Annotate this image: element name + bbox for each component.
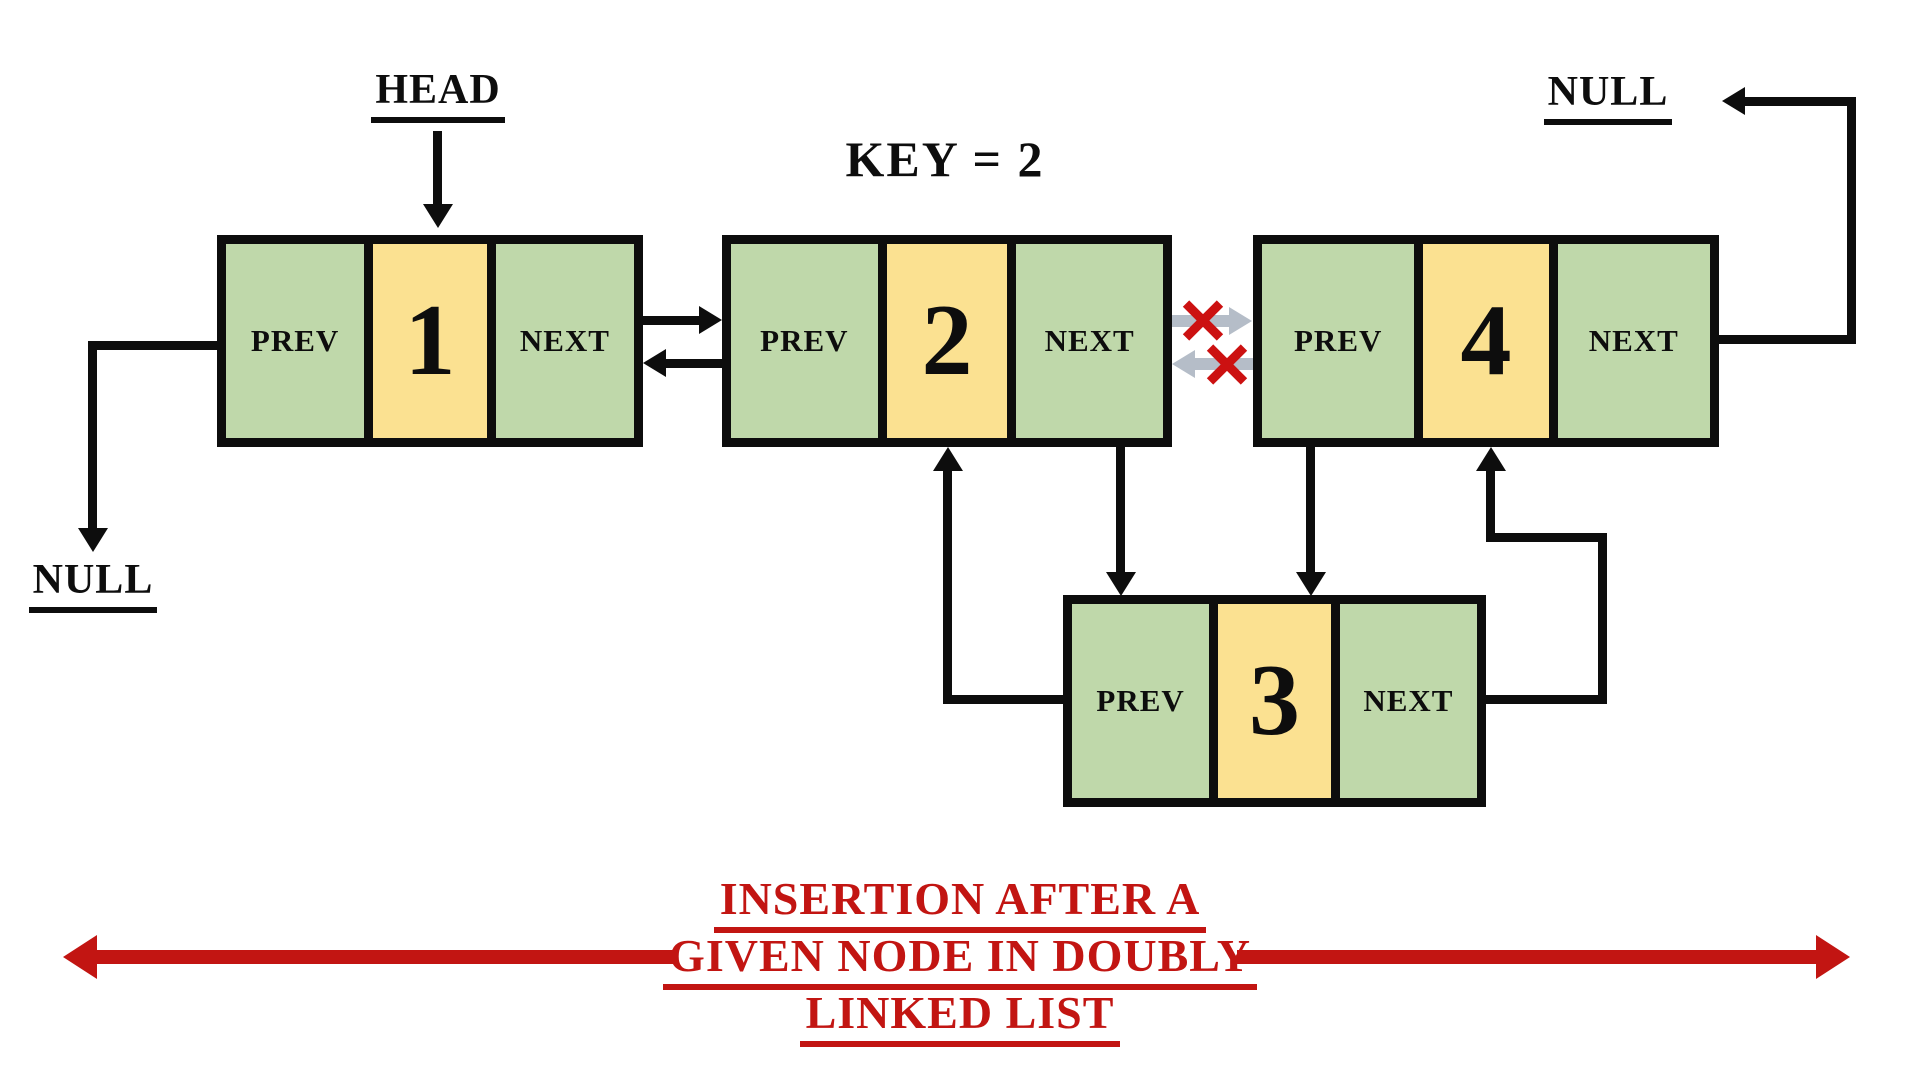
null-left-label-text: NULL — [28, 556, 158, 613]
head-label: HEAD — [358, 66, 518, 123]
head-arrow-line — [433, 131, 442, 206]
node-4-next-label: NEXT — [1588, 323, 1679, 358]
node2-next-old-link-arrowhead-icon — [1229, 307, 1252, 335]
node1-next-to-node2-arrowhead-icon — [699, 306, 722, 334]
title-line-3: LINKED LIST — [0, 986, 1920, 1047]
node-1-value-cell: 1 — [373, 244, 487, 438]
null-top-right-label-text: NULL — [1543, 68, 1673, 125]
title-line-2: GIVEN NODE IN DOUBLY — [0, 929, 1920, 990]
node-3-prev-cell: PREV — [1072, 604, 1210, 798]
key-label: KEY = 2 — [790, 130, 1100, 188]
node-1-next-cell: NEXT — [495, 244, 635, 438]
node3-next-to-node4-vline2 — [1486, 469, 1495, 537]
node-2-prev-cell: PREV — [731, 244, 878, 438]
node-4-prev-cell: PREV — [1262, 244, 1415, 438]
node-3-prev-label: PREV — [1096, 683, 1185, 718]
node-3-next-label: NEXT — [1363, 683, 1454, 718]
red-divider-right-arrowhead-icon — [1816, 935, 1850, 979]
node4-next-to-null-hline2 — [1745, 97, 1847, 106]
node3-prev-to-node2-hline — [943, 695, 1067, 704]
node-2-value-cell: 2 — [886, 244, 1008, 438]
head-label-text: HEAD — [371, 66, 505, 123]
node1-next-to-node2-line — [643, 316, 703, 325]
node1-prev-to-null-arrowhead-icon — [78, 528, 108, 552]
node-3-value-cell: 3 — [1218, 604, 1331, 798]
broken-link-x-icon — [1204, 341, 1250, 387]
node2-next-to-node3-arrowhead-icon — [1106, 572, 1136, 596]
title-line-1-text: INSERTION AFTER A — [713, 872, 1207, 933]
red-divider-left-arrowhead-icon — [63, 935, 97, 979]
node-3-next-cell: NEXT — [1339, 604, 1478, 798]
node-3-value: 3 — [1249, 644, 1300, 757]
node-1-next-label: NEXT — [519, 323, 610, 358]
node2-prev-to-node1-arrowhead-icon — [643, 349, 666, 377]
node-2-value: 2 — [921, 284, 973, 397]
broken-link-x-icon — [1180, 297, 1226, 343]
node-3: PREV 3 NEXT — [1063, 595, 1486, 807]
node1-prev-to-null-vline — [88, 341, 97, 531]
node4-next-to-null-vline — [1847, 97, 1856, 344]
red-divider-left-shaft — [94, 950, 678, 964]
node-2-next-label: NEXT — [1044, 323, 1135, 358]
node4-prev-to-node3-line — [1306, 447, 1315, 575]
title-line-1: INSERTION AFTER A — [0, 872, 1920, 933]
node-4-prev-label: PREV — [1294, 323, 1383, 358]
node-2: PREV 2 NEXT — [722, 235, 1172, 447]
red-divider-right-shaft — [1237, 950, 1819, 964]
key-label-text: KEY = 2 — [845, 131, 1045, 187]
node-4-next-cell: NEXT — [1557, 244, 1710, 438]
node-4-value: 4 — [1460, 284, 1512, 397]
node-1: PREV 1 NEXT — [217, 235, 643, 447]
node-4-value-cell: 4 — [1423, 244, 1549, 438]
node-1-value: 1 — [404, 284, 456, 397]
node-4: PREV 4 NEXT — [1253, 235, 1719, 447]
title-line-3-text: LINKED LIST — [799, 986, 1121, 1047]
node-2-next-cell: NEXT — [1016, 244, 1163, 438]
node4-prev-to-node3-arrowhead-icon — [1296, 572, 1326, 596]
null-top-right-label: NULL — [1513, 68, 1703, 125]
node-1-prev-cell: PREV — [226, 244, 365, 438]
node3-next-to-node4-hline1 — [1486, 695, 1607, 704]
node3-prev-to-node2-arrowhead-icon — [933, 447, 963, 471]
title-line-2-text: GIVEN NODE IN DOUBLY — [663, 929, 1257, 990]
node-2-prev-label: PREV — [760, 323, 849, 358]
node4-next-to-null-hline1 — [1719, 335, 1856, 344]
null-left-label: NULL — [12, 556, 174, 613]
node3-next-to-node4-vline1 — [1598, 533, 1607, 704]
node3-next-to-node4-hline2 — [1486, 533, 1607, 542]
node3-next-to-node4-arrowhead-icon — [1476, 447, 1506, 471]
node-1-prev-label: PREV — [250, 323, 340, 358]
node4-prev-old-link-arrowhead-icon — [1172, 350, 1195, 378]
node3-prev-to-node2-vline — [943, 469, 952, 704]
node1-prev-to-null-hline — [88, 341, 217, 350]
node4-next-to-null-arrowhead-icon — [1722, 87, 1745, 115]
node2-prev-to-node1-line — [663, 359, 722, 368]
node2-next-to-node3-line — [1116, 447, 1125, 575]
head-arrowhead-icon — [423, 204, 453, 228]
